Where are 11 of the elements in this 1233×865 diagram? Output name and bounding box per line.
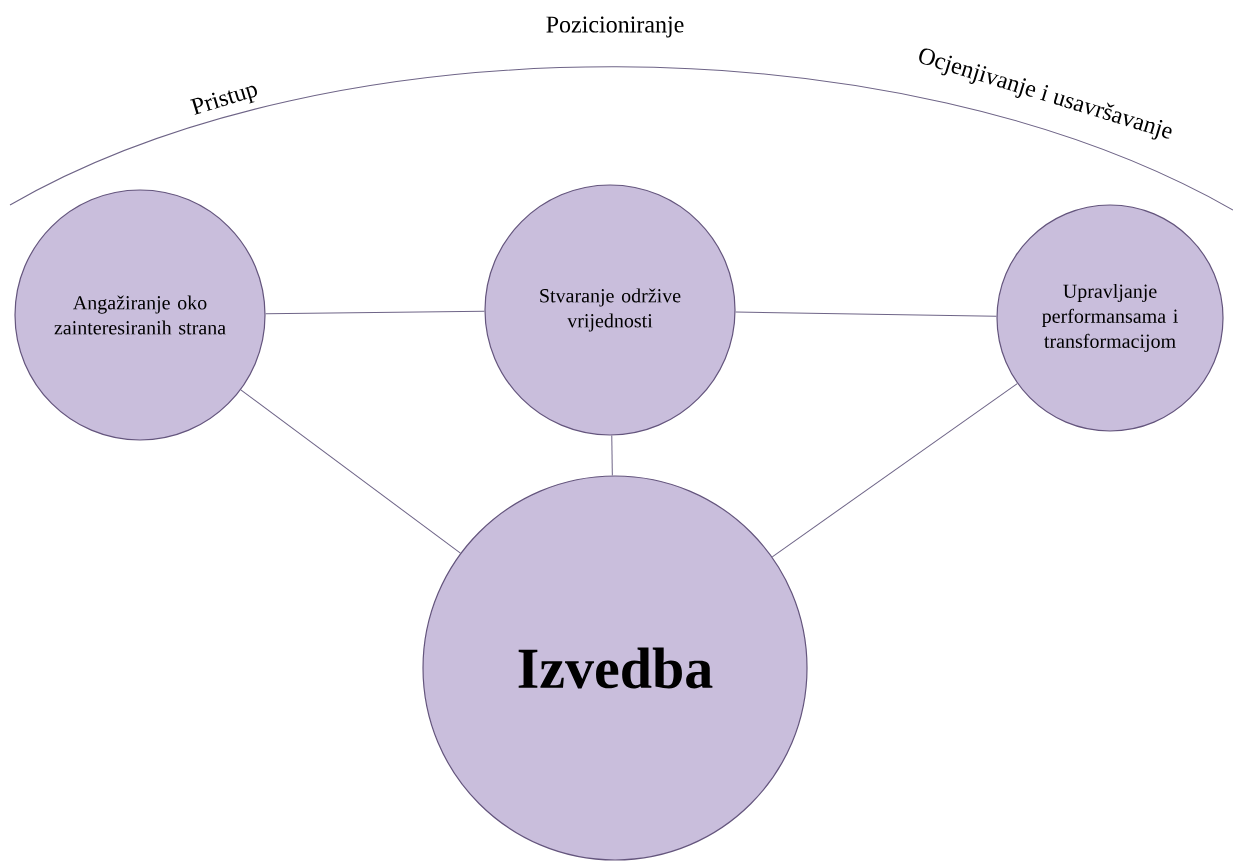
connector-line [265, 310, 485, 315]
circle-node: Upravljanje performansama i transformacijom [996, 204, 1224, 432]
circle-node: Stvaranje održive vrijednosti [484, 184, 736, 436]
circle-node: Izvedba [422, 475, 808, 861]
connector-line [771, 383, 1018, 558]
connector-line [735, 311, 997, 317]
connector-line [240, 389, 461, 554]
circle-node: Angažiranje oko zainteresiranih strana [14, 189, 266, 441]
arc-label: Pristup [190, 85, 257, 115]
arc-label: Pozicioniranje [546, 16, 684, 38]
connector-line [611, 435, 613, 476]
